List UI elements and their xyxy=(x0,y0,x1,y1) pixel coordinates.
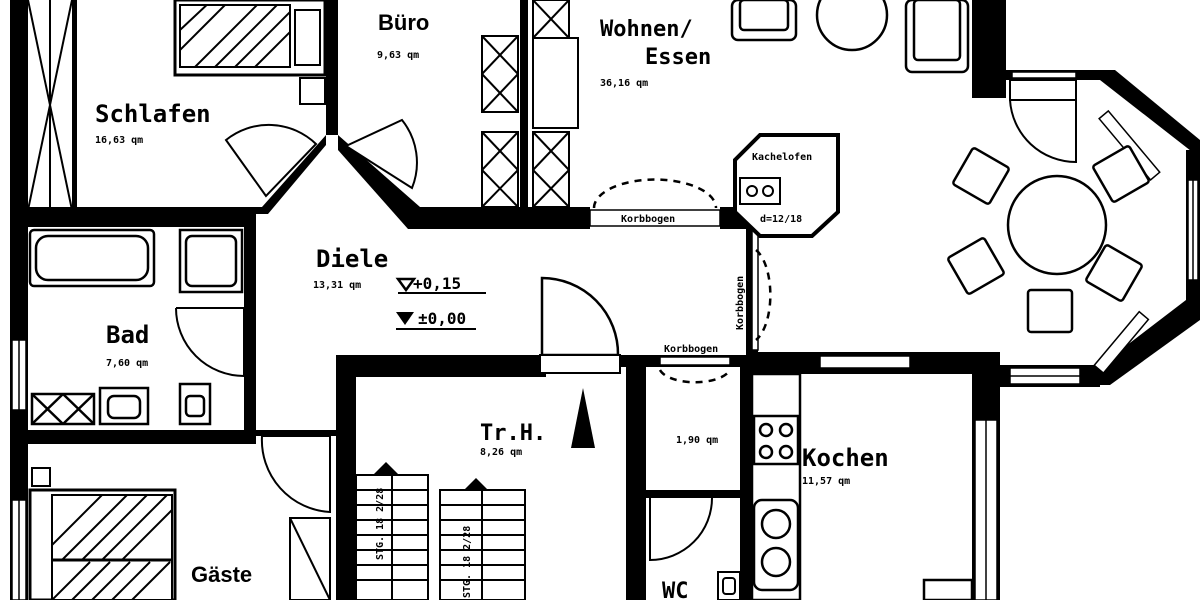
furniture-wohnen xyxy=(730,0,970,74)
room-name-diele: Diele xyxy=(316,245,388,273)
stair-arrow-icon xyxy=(374,462,398,474)
bed-schlafen xyxy=(173,0,327,105)
stairs: STG. 18 2/28 STG. 18 2/28 xyxy=(355,462,526,600)
bed-gaeste xyxy=(28,467,331,600)
kachelofen-label: Kachelofen xyxy=(752,152,812,163)
bath-fixtures xyxy=(28,228,245,426)
room-area-schlafen: 16,63 qm xyxy=(95,135,143,146)
d-marker-label: d=12/18 xyxy=(760,214,802,225)
level-marker-icon-2 xyxy=(396,312,414,325)
level-marker-icon xyxy=(395,277,417,293)
shelves-buero xyxy=(481,0,579,208)
stair-arrow-icon-2 xyxy=(464,478,488,490)
room-name-wc: WC xyxy=(662,579,689,600)
room-labels: Schlafen 16,63 qm Büro 9,63 qm Wohnen/ E… xyxy=(95,10,889,600)
kachelofen: Kachelofen d=12/18 xyxy=(733,133,840,238)
walls xyxy=(10,0,1200,600)
level-lower-label: ±0,00 xyxy=(418,309,466,328)
room-area-closet: 1,90 qm xyxy=(676,435,718,446)
room-name-gaeste: Gäste xyxy=(191,562,252,587)
room-area-buero: 9,63 qm xyxy=(377,50,419,61)
wardrobe-left xyxy=(27,0,73,211)
stair-label-left: STG. 18 2/28 xyxy=(375,488,386,560)
doors xyxy=(224,79,1077,514)
room-name-essen: Essen xyxy=(645,45,711,70)
room-name-wohnen: Wohnen/ xyxy=(600,17,693,42)
room-area-bad: 7,60 qm xyxy=(106,358,148,369)
windows xyxy=(11,71,1199,600)
wc-fixtures xyxy=(649,497,741,600)
room-name-trh: Tr.H. xyxy=(480,421,546,446)
korbbogen-label-top: Korbbogen xyxy=(621,214,675,225)
dining-table xyxy=(947,145,1150,334)
room-name-kochen: Kochen xyxy=(802,444,889,472)
korbbogen-label-side: Korbbogen xyxy=(735,276,746,330)
korbbogen-label-mid: Korbbogen xyxy=(664,344,718,355)
kitchen-fixtures xyxy=(750,372,974,600)
room-area-kochen: 11,57 qm xyxy=(802,476,850,487)
level-markers: +0,15 ±0,00 xyxy=(395,274,486,330)
room-area-trh: 8,26 qm xyxy=(480,447,522,458)
room-area-wohnen: 36,16 qm xyxy=(600,78,648,89)
room-name-buero: Büro xyxy=(378,10,429,35)
room-area-diele: 13,31 qm xyxy=(313,280,361,291)
north-arrow-icon xyxy=(571,388,595,448)
room-name-bad: Bad xyxy=(106,321,149,349)
room-name-schlafen: Schlafen xyxy=(95,100,211,128)
level-upper-label: +0,15 xyxy=(413,274,461,293)
stair-label-right: STG. 18 2/28 xyxy=(462,526,473,598)
